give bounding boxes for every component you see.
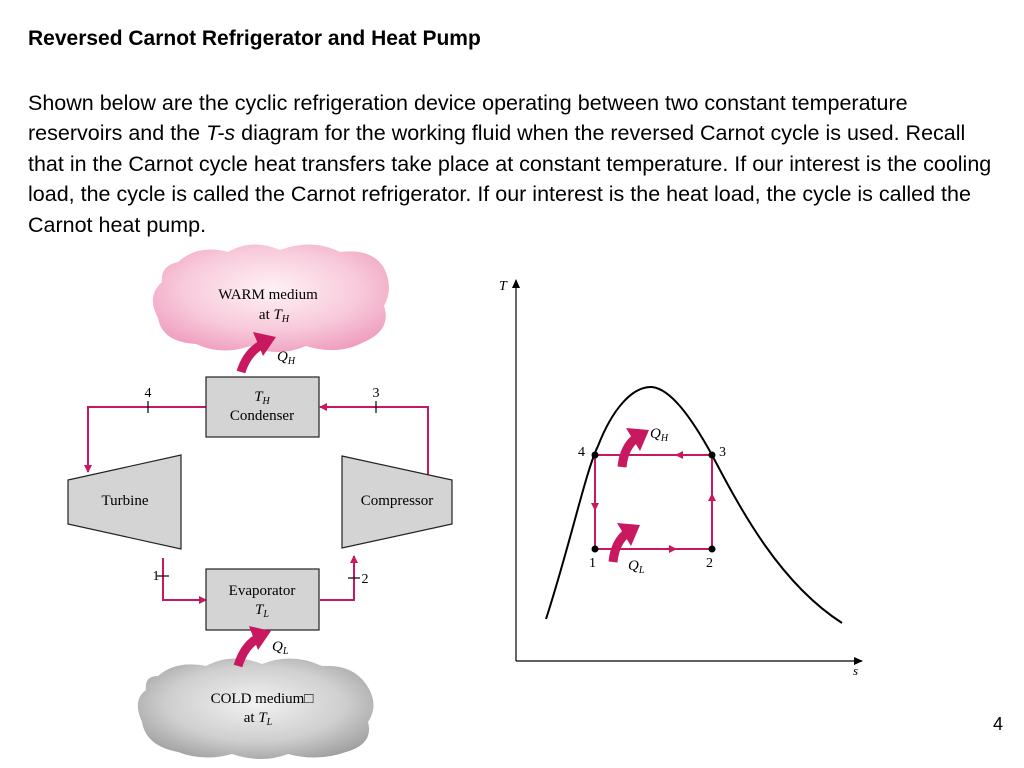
compressor-label: Compressor	[361, 493, 434, 509]
refrigeration-device-schematic: WARM medium at TH COLD medium□ at TL 4 3…	[67, 244, 453, 759]
ts-state-1: 1	[589, 556, 596, 571]
s-axis-label: s	[853, 663, 858, 678]
state-1-label: 1	[153, 569, 160, 584]
ts-state-3: 3	[719, 445, 726, 460]
pipe-turbine-to-evaporator	[162, 558, 207, 604]
qh-label: QH	[277, 349, 296, 367]
compressor-shape: Compressor	[341, 455, 453, 549]
state-2-label: 2	[362, 572, 369, 587]
cold-medium-label: COLD medium□	[211, 691, 314, 707]
state-points	[591, 451, 716, 553]
paragraph-part-2: diagram for the working fluid when the r…	[28, 121, 992, 237]
ts-qh-arrow	[617, 428, 649, 468]
ts-state-4: 4	[578, 445, 585, 460]
evaporator-box: Evaporator TL	[205, 568, 320, 631]
condenser-box: TH Condenser	[205, 376, 320, 438]
ql-heat-arrow	[233, 626, 271, 668]
evaporator-temperature: TL	[255, 602, 269, 620]
saturation-dome	[545, 385, 843, 624]
slide-title: Reversed Carnot Refrigerator and Heat Pu…	[28, 27, 481, 50]
t-axis-label: T	[499, 279, 508, 294]
condenser-temperature: TH	[254, 389, 270, 407]
warm-medium-label: WARM medium	[218, 287, 318, 303]
pipe-compressor-to-condenser	[319, 403, 429, 476]
warm-medium-temperature: at TH	[259, 307, 290, 325]
turbine-shape: Turbine	[67, 454, 182, 550]
pipe-condenser-to-turbine	[84, 406, 206, 473]
ql-label: QL	[272, 639, 289, 657]
condenser-label: Condenser	[230, 408, 294, 424]
turbine-label: Turbine	[102, 493, 149, 509]
evaporator-label: Evaporator	[229, 583, 296, 599]
qh-heat-arrow	[236, 332, 276, 374]
paragraph-part-1: Shown below are the cyclic refrigeration…	[28, 91, 908, 146]
cycle-rectangle	[591, 451, 716, 553]
page-number: 4	[993, 714, 1004, 734]
ts-term: T-s	[206, 121, 236, 146]
state-4-label: 4	[145, 386, 152, 401]
ts-state-2: 2	[706, 556, 713, 571]
ts-diagram: T s 4 3 1 2 QH	[499, 279, 863, 678]
state-ticks	[147, 401, 377, 579]
piping	[84, 403, 429, 604]
pipe-evaporator-to-compressor	[320, 555, 358, 601]
state-3-label: 3	[373, 386, 380, 401]
ts-qh-label: QH	[650, 426, 669, 444]
slide-paragraph: Shown below are the cyclic refrigeration…	[28, 88, 1003, 240]
cold-medium-cloud: COLD medium□ at TL	[137, 658, 374, 759]
warm-medium-cloud: WARM medium at TH	[152, 244, 389, 352]
cold-medium-temperature: at TL	[244, 710, 273, 728]
ts-ql-label: QL	[628, 558, 645, 576]
ts-ql-arrow	[608, 523, 640, 563]
